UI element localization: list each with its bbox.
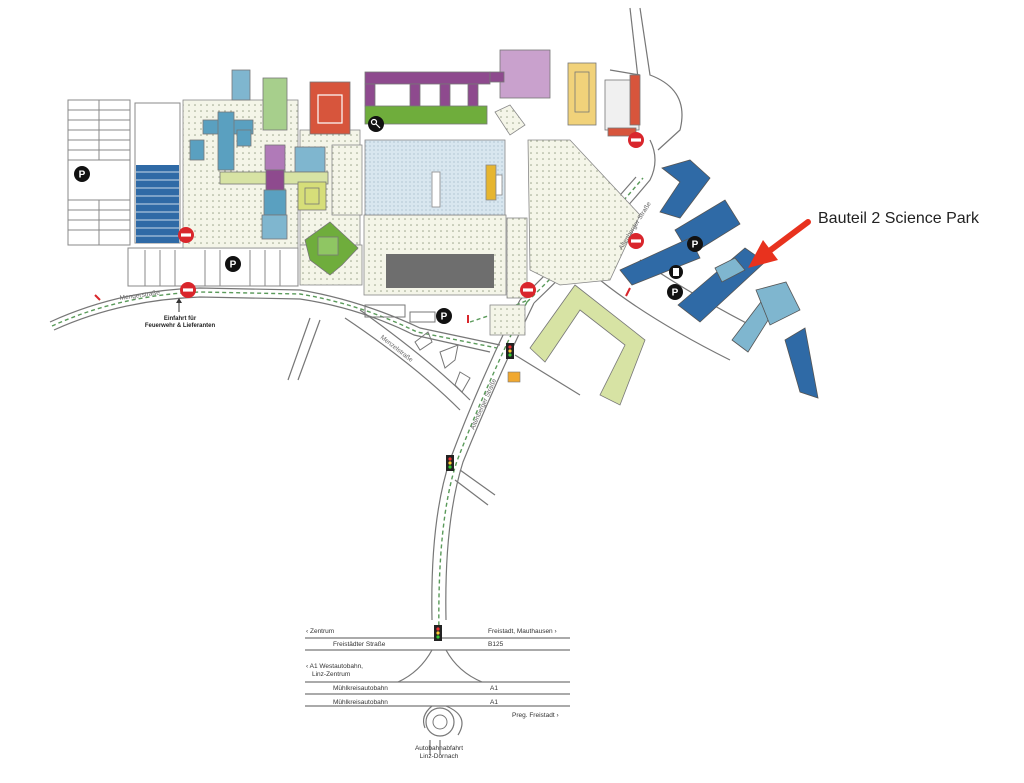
traffic-light-icons <box>434 343 514 641</box>
no-entry-icon <box>520 282 536 298</box>
science-park <box>619 159 819 399</box>
building-lime <box>529 284 646 406</box>
building-yellow-small <box>485 164 497 201</box>
arrow-icon <box>748 219 811 268</box>
parking-icon: P <box>687 236 703 252</box>
svg-text:Mühlkreisautobahn: Mühlkreisautobahn <box>333 685 388 692</box>
parking-deck <box>136 165 179 243</box>
street-label-menzelstrasse: Menzelstraße <box>379 334 415 364</box>
parking-icons: P P P P P <box>74 116 703 324</box>
no-entry-icon <box>180 282 196 298</box>
svg-text:A1: A1 <box>490 699 498 706</box>
parking-icon: P <box>436 308 452 324</box>
entrance-note: Einfahrt für Feuerwehr & Lieferanten <box>145 298 216 329</box>
svg-text:P: P <box>672 288 679 299</box>
key-icon <box>368 116 384 132</box>
parking-icon: P <box>667 284 683 300</box>
dir-freistadt: Freistadt, Mauthausen › <box>488 628 557 635</box>
svg-text:Freistädter Straße: Freistädter Straße <box>333 641 386 648</box>
ev-charging-icon <box>669 265 683 279</box>
traffic-light-icon <box>506 343 514 359</box>
parking-lot-west <box>67 99 299 287</box>
svg-text:A1: A1 <box>490 685 498 692</box>
traffic-light-icon <box>434 625 442 641</box>
svg-text:Einfahrt für: Einfahrt für <box>164 316 197 322</box>
svg-text:P: P <box>692 240 699 251</box>
no-entry-icon <box>628 132 644 148</box>
svg-text:Feuerwehr & Lieferanten: Feuerwehr & Lieferanten <box>145 323 216 329</box>
no-entry-icon <box>178 227 194 243</box>
buildings-west <box>189 49 641 276</box>
junction-labels: ‹ Zentrum Freistädter Straße Freistadt, … <box>306 628 559 760</box>
svg-text:Linz-Zentrum: Linz-Zentrum <box>312 671 350 678</box>
street-label-mengerstrasse: Mengerstraße <box>119 289 160 302</box>
svg-text:Linz-Dornach: Linz-Dornach <box>420 753 459 760</box>
no-entry-icon <box>628 233 644 249</box>
traffic-light-icon <box>446 455 454 471</box>
svg-text:P: P <box>441 312 448 323</box>
parking-icon: P <box>225 256 241 272</box>
roundabout <box>425 707 455 737</box>
callout-label: Bauteil 2 Science Park <box>818 210 979 227</box>
buildings-small <box>364 304 471 393</box>
building-grey <box>386 254 494 288</box>
svg-text:P: P <box>230 260 237 271</box>
svg-text:Autobahnabfahrt: Autobahnabfahrt <box>415 745 463 752</box>
building-orange <box>507 371 521 383</box>
svg-text:Mühlkreisautobahn: Mühlkreisautobahn <box>333 699 388 706</box>
svg-text:Preg. Freistadt ›: Preg. Freistadt › <box>512 712 559 719</box>
svg-text:‹ A1 Westautobahn,: ‹ A1 Westautobahn, <box>306 663 363 670</box>
street-label-altenberger: Altenberger Straße <box>469 377 498 430</box>
parking-icon: P <box>74 166 90 182</box>
svg-text:P: P <box>79 170 86 181</box>
dir-zentrum: ‹ Zentrum <box>306 628 334 635</box>
svg-text:B125: B125 <box>488 641 504 648</box>
barrier-icons <box>94 287 631 323</box>
no-entry-icons <box>178 132 644 298</box>
